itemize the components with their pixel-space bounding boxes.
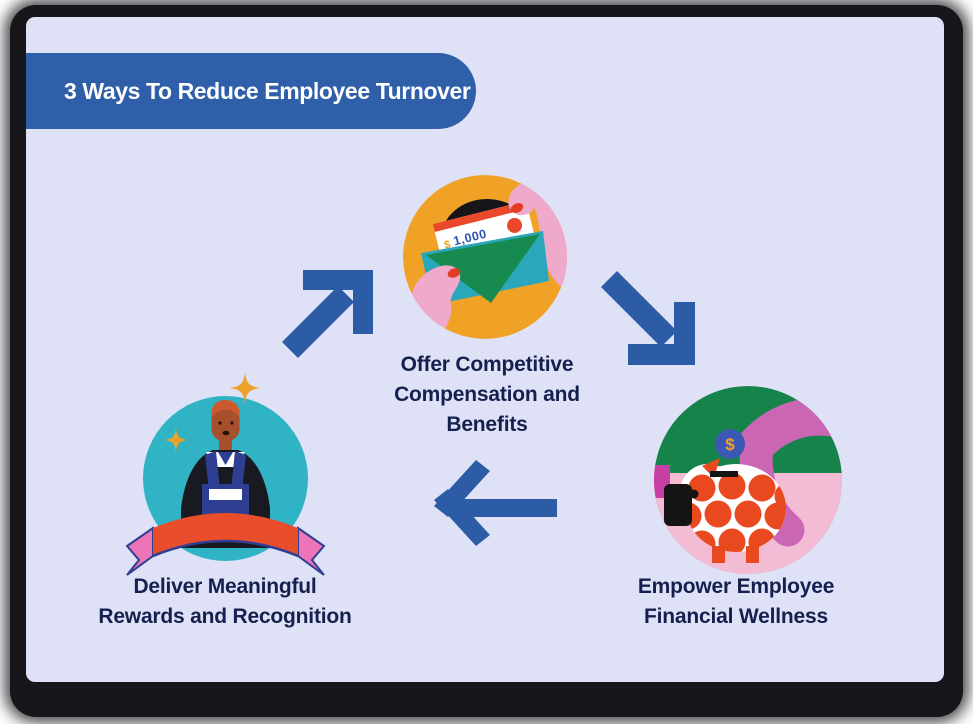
- check-currency: $: [443, 239, 452, 252]
- arrow-up-right-icon: [280, 268, 374, 362]
- arrow-left-icon: [432, 458, 558, 548]
- step-label-line: Empower Employee: [637, 575, 835, 598]
- step-label-line: Rewards and Recognition: [98, 605, 352, 628]
- person-award-ribbon-icon: [125, 372, 326, 576]
- step-circle-financial-wellness: $: [654, 386, 842, 574]
- step-label-line: Deliver Meaningful: [133, 575, 317, 598]
- step-label-line: Compensation and: [394, 383, 580, 406]
- infographic-title: 3 Ways To Reduce Employee Turnover: [64, 77, 471, 104]
- arrow-down-right-icon: [598, 268, 696, 366]
- step-circle-rewards: [125, 372, 326, 576]
- coin-dollar-symbol: $: [725, 435, 735, 454]
- piggy-bank-icon: $: [654, 386, 842, 574]
- envelope-money-icon: $ 1,000: [403, 175, 567, 339]
- step-label-rewards: Deliver Meaningful Rewards and Recogniti…: [60, 572, 390, 632]
- step-label-financial-wellness: Empower Employee Financial Wellness: [571, 572, 901, 632]
- step-label-compensation: Offer Competitive Compensation and Benef…: [327, 350, 647, 440]
- step-label-line: Benefits: [446, 413, 528, 436]
- step-label-line: Offer Competitive: [400, 353, 574, 376]
- step-label-line: Financial Wellness: [644, 605, 828, 628]
- title-banner: 3 Ways To Reduce Employee Turnover: [26, 53, 476, 129]
- step-circle-compensation: $ 1,000: [403, 175, 567, 339]
